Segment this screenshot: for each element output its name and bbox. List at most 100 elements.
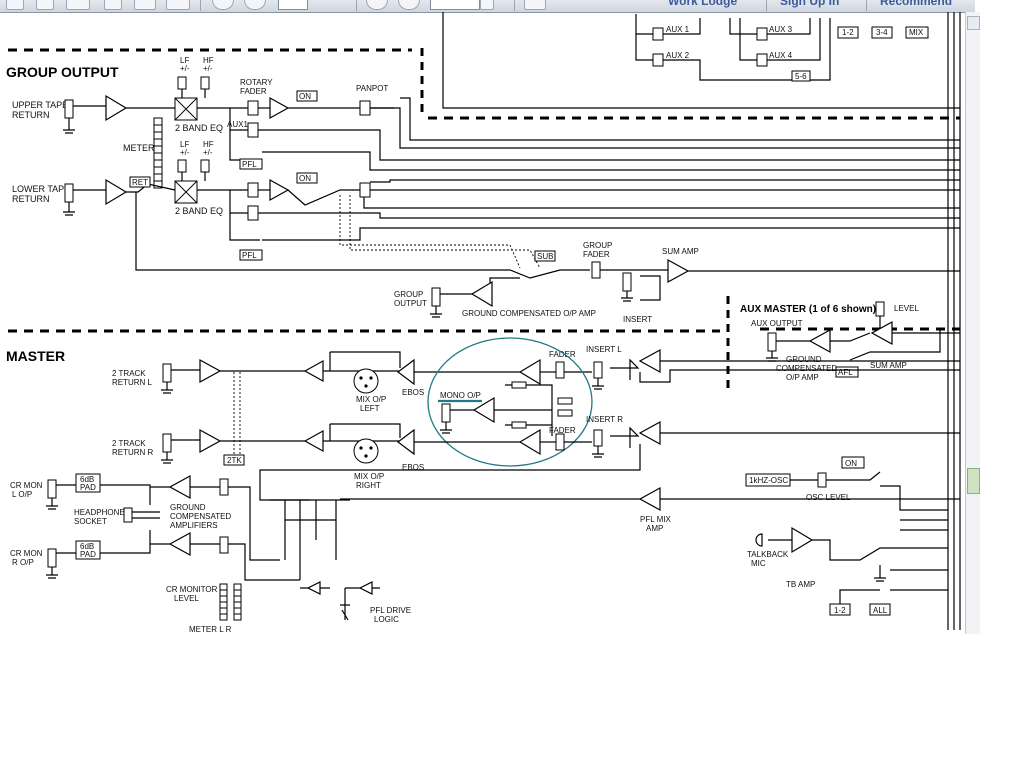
svg-text:PFL: PFL (242, 251, 257, 260)
svg-text:FADER: FADER (549, 350, 576, 359)
master-heading: MASTER (6, 348, 65, 364)
aux-2-label: AUX 2 (666, 51, 690, 60)
page-number-input[interactable] (278, 0, 308, 10)
bus-3-4-label: 3-4 (876, 28, 888, 37)
svg-text:+/-: +/- (180, 64, 190, 73)
bus-5-6-label: 5-6 (795, 72, 807, 81)
svg-text:L O/P: L O/P (12, 490, 32, 499)
svg-text:SUM AMP: SUM AMP (662, 247, 699, 256)
svg-text:LEVEL: LEVEL (174, 594, 199, 603)
toolbar-link-2[interactable]: Sign Up In (780, 0, 840, 8)
svg-text:2 TRACK: 2 TRACK (112, 439, 146, 448)
svg-text:LF: LF (180, 56, 189, 65)
upper-tape-return-label: UPPER TAPE (12, 100, 68, 110)
svg-text:MIX O/P: MIX O/P (354, 472, 384, 481)
toolbar-separator (514, 0, 515, 11)
svg-text:MIC: MIC (751, 559, 766, 568)
svg-text:SUM AMP: SUM AMP (870, 361, 907, 370)
microphone-icon (755, 533, 763, 547)
xlr-connector-icon (353, 368, 379, 394)
vertical-scrollbar[interactable] (965, 12, 980, 634)
svg-text:GROUND: GROUND (170, 503, 206, 512)
svg-text:INSERT: INSERT (623, 315, 652, 324)
panpot-label: PANPOT (356, 84, 388, 93)
zoom-dropdown-button[interactable] (480, 0, 494, 10)
svg-text:INSERT R: INSERT R (586, 415, 623, 424)
svg-text:6dB: 6dB (80, 542, 94, 551)
svg-text:HF: HF (203, 56, 214, 65)
svg-text:RETURN R: RETURN R (112, 448, 154, 457)
pfl-label: PFL (242, 160, 257, 169)
svg-text:LOGIC: LOGIC (374, 615, 399, 624)
svg-text:+/-: +/- (203, 148, 213, 157)
svg-text:OUTPUT: OUTPUT (394, 299, 427, 308)
tool-button[interactable] (36, 0, 54, 10)
svg-text:GROUND: GROUND (786, 355, 822, 364)
svg-text:TB AMP: TB AMP (786, 580, 815, 589)
lower-tape-return-label: LOWER TAPE (12, 184, 70, 194)
svg-text:PAD: PAD (80, 550, 96, 559)
svg-text:HF: HF (203, 140, 214, 149)
svg-text:PFL MIX: PFL MIX (640, 515, 671, 524)
svg-text:COMPENSATED: COMPENSATED (170, 512, 231, 521)
sum-amplifier (667, 258, 690, 284)
svg-text:CR MON: CR MON (10, 549, 43, 558)
toolbar-separator (356, 0, 357, 11)
aux-3-label: AUX 3 (769, 25, 793, 34)
mixer-schematic: AUX 1 AUX 2 AUX 3 AUX 4 1-2 3-4 MIX 5-6 … (6, 12, 961, 634)
svg-text:AUX1: AUX1 (227, 120, 248, 129)
aux-1-label: AUX 1 (666, 25, 690, 34)
bus-1-2-label: 1-2 (842, 28, 854, 37)
tb-1-2-label: 1-2 (834, 606, 846, 615)
svg-text:METER L R: METER L R (189, 625, 232, 634)
tb-all-label: ALL (873, 606, 888, 615)
scroll-up-arrow-icon[interactable] (967, 16, 980, 30)
on-switch-label: ON (299, 92, 311, 101)
svg-text:AMPLIFIERS: AMPLIFIERS (170, 521, 218, 530)
ret-switch-label: RET (132, 178, 148, 187)
aux-master-heading: AUX MASTER (1 of 6 shown) (740, 304, 876, 315)
svg-text:FADER: FADER (240, 87, 267, 96)
svg-text:INSERT L: INSERT L (586, 345, 622, 354)
svg-text:TALKBACK: TALKBACK (747, 550, 789, 559)
svg-text:RETURN L: RETURN L (112, 378, 153, 387)
aux-4-label: AUX 4 (769, 51, 793, 60)
tool-button[interactable] (524, 0, 546, 10)
tool-button[interactable] (166, 0, 190, 10)
svg-text:CR MONITOR: CR MONITOR (166, 585, 218, 594)
aux-send-block: AUX 1 AUX 2 AUX 3 AUX 4 1-2 3-4 MIX 5-6 (635, 14, 929, 82)
scroll-thumb[interactable] (967, 468, 980, 494)
svg-text:COMPENSATED: COMPENSATED (776, 364, 837, 373)
svg-text:CR MON: CR MON (10, 481, 43, 490)
bus-mix-label: MIX (909, 28, 924, 37)
svg-text:PAD: PAD (80, 483, 96, 492)
svg-text:SOCKET: SOCKET (74, 517, 107, 526)
toolbar-separator (766, 0, 767, 11)
tool-button[interactable] (6, 0, 24, 10)
svg-text:ROTARY: ROTARY (240, 78, 273, 87)
svg-text:LEFT: LEFT (360, 404, 380, 413)
input-amplifier (105, 94, 128, 122)
svg-text:AUX OUTPUT: AUX OUTPUT (751, 319, 803, 328)
print-button[interactable] (134, 0, 156, 10)
tool-button[interactable] (66, 0, 90, 10)
svg-text:AFL: AFL (838, 368, 853, 377)
toolbar-link-1[interactable]: Work Lodge (668, 0, 738, 8)
toolbar: Work Lodge Sign Up In Recommend (0, 0, 975, 13)
svg-text:O/P AMP: O/P AMP (786, 373, 819, 382)
tool-button[interactable] (104, 0, 122, 10)
osc-label: 1kHZ-OSC (749, 476, 788, 485)
svg-text:LEVEL: LEVEL (894, 304, 919, 313)
xlr-connector-icon (353, 438, 379, 464)
svg-text:PFL DRIVE: PFL DRIVE (370, 606, 411, 615)
svg-text:AMP: AMP (646, 524, 663, 533)
svg-text:2 BAND EQ: 2 BAND EQ (175, 206, 223, 216)
two-tk-switch-label: 2TK (227, 456, 242, 465)
toolbar-link-3[interactable]: Recommend (880, 0, 953, 8)
svg-text:2 TRACK: 2 TRACK (112, 369, 146, 378)
svg-text:HEADPHONE: HEADPHONE (74, 508, 125, 517)
svg-text:OSC LEVEL: OSC LEVEL (806, 493, 851, 502)
osc-on-label: ON (845, 459, 857, 468)
lower-tape-return-label-2: RETURN (12, 194, 50, 204)
zoom-input[interactable] (430, 0, 480, 10)
